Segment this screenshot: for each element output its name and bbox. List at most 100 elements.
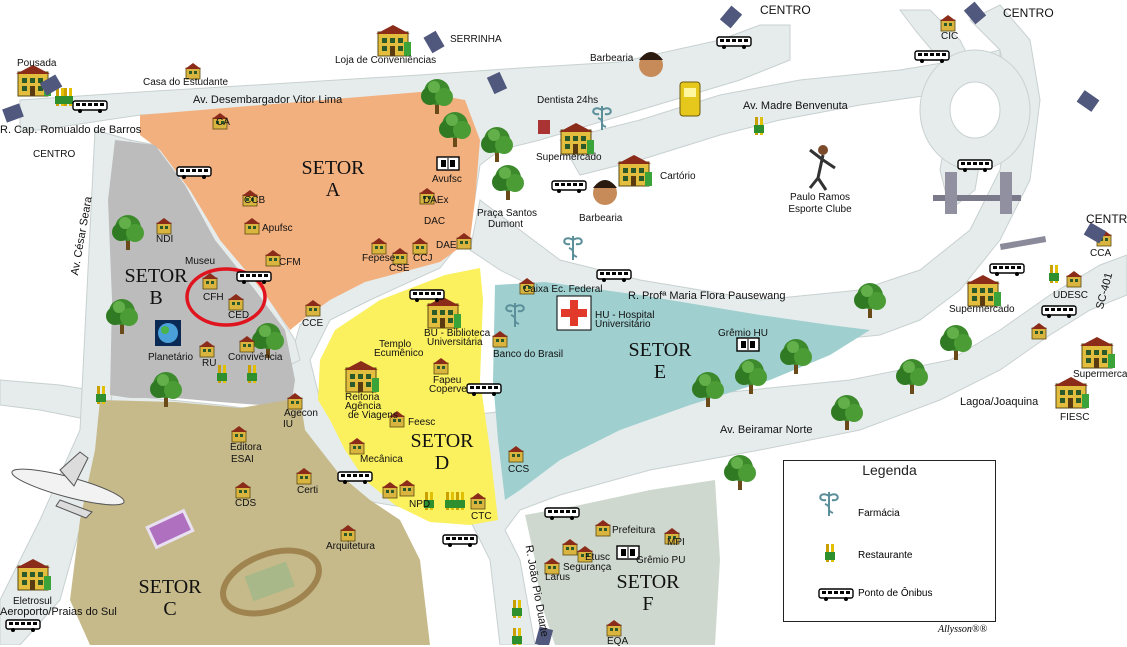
label-arquitetura: Arquitetura (326, 541, 375, 552)
label-fapeu-1: Fapeu (433, 375, 462, 386)
label-esai: ESAI (231, 454, 254, 465)
legend-box: Legenda Farmácia Restaurante Ponto de Ôn… (783, 460, 996, 622)
label-reitoria-1: Reitoria (345, 392, 380, 403)
label-etusc: Etusc (585, 552, 611, 563)
label-eletrosul: Eletrosul (13, 596, 52, 607)
author-credit: Allysson®® (938, 624, 988, 635)
label-templo-2: Ecumênico (374, 348, 424, 359)
label-centro-top: CENTRO (760, 3, 811, 17)
label-convivencia: Convivência (228, 352, 283, 363)
label-esporte-clube: Esporte Clube (788, 204, 852, 215)
label-feesc: Feesc (408, 417, 436, 428)
label-editora: Editora (230, 442, 262, 453)
setor-c-area (70, 398, 430, 645)
label-ctc: CTC (471, 511, 492, 522)
airplane-icon (11, 451, 125, 519)
label-ru: RU (202, 358, 217, 369)
road-beiramar: Av. Beiramar Norte (720, 424, 813, 436)
label-cca: CCA (1090, 248, 1112, 259)
restaurant-icon (825, 544, 835, 562)
sports-field (145, 508, 322, 617)
label-ced: CED (228, 310, 250, 321)
dentist-icon (538, 120, 550, 134)
label-museu: Museu (185, 256, 216, 267)
label-cse: CSE (389, 263, 410, 274)
label-praca-2: Dumont (488, 219, 524, 230)
label-eqa: EQA (607, 636, 629, 647)
label-cartorio: Cartório (660, 171, 696, 182)
label-ndi: NDI (156, 234, 174, 245)
label-mecanica: Mecânica (360, 454, 403, 465)
planetarium-icon (155, 320, 181, 346)
label-avufsc: Avufsc (432, 174, 462, 185)
label-fiesc: FIESC (1060, 412, 1090, 423)
road-romualdo: R. Cap. Romualdo de Barros (0, 124, 142, 136)
legend-ponto-onibus: Ponto de Ônibus (858, 588, 933, 599)
label-planetario: Planetário (148, 352, 194, 363)
label-ccb: CCB (244, 195, 266, 206)
label-cds: CDS (235, 498, 257, 509)
label-caixa: Caixa Ec. Federal (523, 284, 603, 295)
tennis-player-icon (808, 145, 836, 191)
label-supermercado-a: Supermercado (536, 152, 602, 163)
pharmacy-icon (819, 492, 839, 516)
label-bu-1: BU - Biblioteca (424, 328, 491, 339)
label-gremio-pu: Grêmio PU (636, 555, 686, 566)
road-madre: Av. Madre Benvenuta (743, 100, 848, 112)
label-supermercado-c: Supermercado (1073, 369, 1127, 380)
label-reitoria-2: Agência (345, 401, 382, 412)
label-certi: Certi (297, 485, 319, 496)
label-cfh: CFH (203, 292, 224, 303)
label-larus: Larus (545, 572, 571, 583)
label-dac: DAC (424, 216, 446, 227)
label-pousada: Pousada (17, 58, 57, 69)
label-udesc: UDESC (1053, 290, 1089, 301)
label-supermercado-b: Supermercado (949, 304, 1015, 315)
label-aeroporto: Aeroporto/Praias do Sul (0, 606, 117, 618)
label-dentista: Dentista 24hs (537, 95, 599, 106)
setor-f-area (525, 480, 720, 645)
legend-restaurante: Restaurante (858, 550, 913, 561)
label-ccj: CCJ (413, 253, 433, 264)
highlight-circle (185, 267, 267, 327)
label-agecon: Agecon (284, 408, 318, 419)
label-reitoria-3: de Viagens (348, 410, 398, 421)
label-centro-east: CENTRO (1086, 212, 1127, 226)
label-centro-right: CENTRO (1003, 6, 1054, 20)
label-daex: DAEx (423, 195, 449, 206)
label-fapeu-2: Coperve (429, 384, 467, 395)
label-apufsc: Apufsc (262, 223, 293, 234)
label-templo-1: Templo (379, 339, 412, 350)
label-bu-2: Universitária (427, 337, 483, 348)
label-cfm: CFM (279, 257, 301, 268)
label-ccs: CCS (508, 464, 530, 475)
setor-e-area (493, 282, 870, 500)
label-barbearia-bottom: Barbearia (579, 213, 623, 224)
label-dae: DAE (436, 240, 457, 251)
label-conveniencias: Loja de Conveniências (335, 55, 437, 66)
tools-icon (999, 236, 1047, 250)
direction-arrows (2, 1, 1107, 645)
label-seguranca: Segurança (563, 562, 612, 573)
legend-farmacia: Farmácia (858, 508, 900, 519)
label-gremio-hu: Grêmio HU (718, 328, 769, 339)
label-barbearia-top: Barbearia (590, 53, 634, 64)
bridge-icon (933, 172, 1021, 214)
label-ca: CA (216, 117, 230, 128)
bus-stop-icon (818, 588, 854, 601)
label-praca-1: Praça Santos (477, 208, 538, 219)
label-hu-2: Universitário (595, 319, 651, 330)
label-prefeitura: Prefeitura (612, 525, 656, 536)
setor-a-area (140, 92, 480, 330)
legend-title: Legenda (862, 462, 917, 478)
label-cic: CIC (941, 31, 959, 42)
label-lagoa: Lagoa/Joaquina (960, 396, 1039, 408)
road-desembargador: Av. Desembargador Vitor Lima (193, 94, 343, 106)
